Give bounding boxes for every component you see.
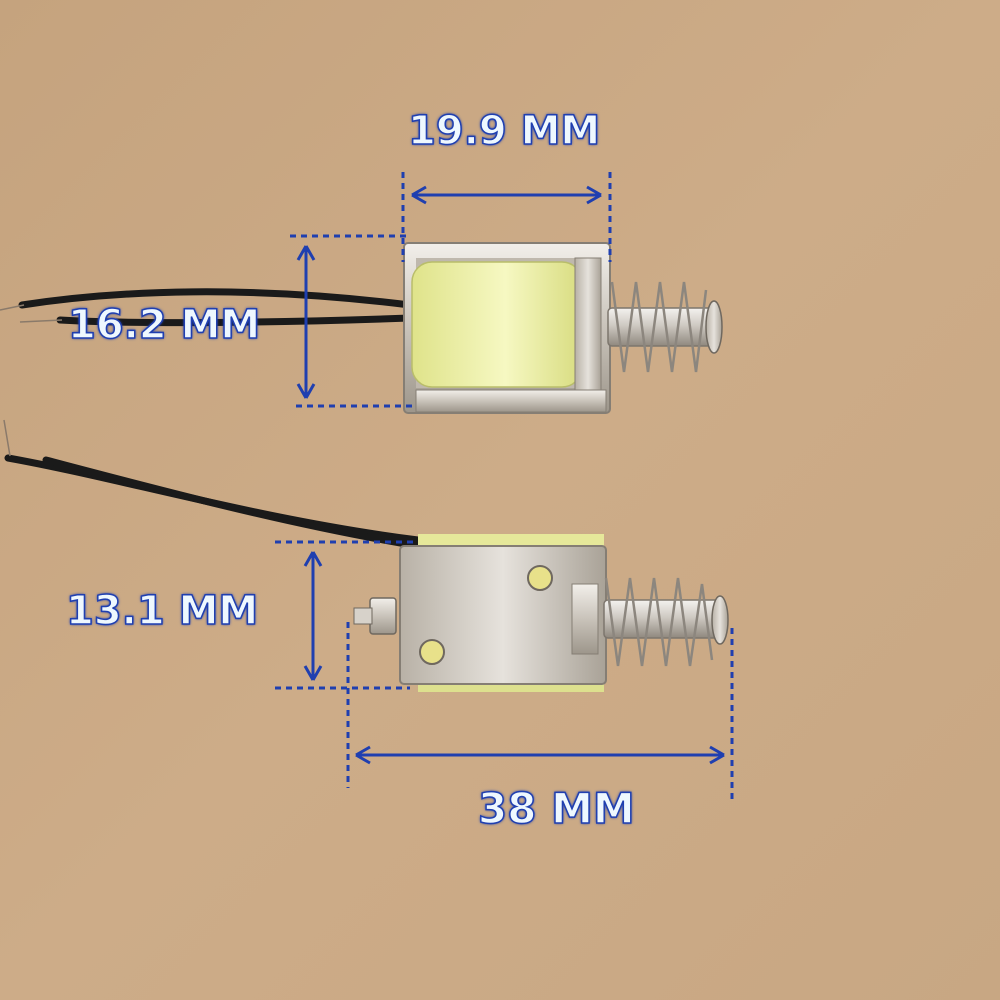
top-coil	[411, 261, 583, 388]
bottom-wire-2	[42, 456, 422, 550]
width-label: 19.9 MM	[407, 107, 601, 155]
bottom-solenoid	[3, 419, 729, 692]
top-wire-1	[18, 288, 414, 309]
top-spring	[610, 281, 708, 373]
top-wire-2	[56, 314, 414, 327]
length-label: 38 MM	[477, 783, 635, 834]
bottom-mount-hole-1	[527, 565, 553, 591]
bottom-mount-hole-2	[419, 639, 445, 665]
top-solenoid	[0, 242, 723, 414]
bottom-spring	[604, 577, 714, 667]
depth-label: 13.1 MM	[65, 587, 259, 635]
height-label: 16.2 MM	[67, 301, 261, 349]
dimension-lines	[275, 172, 734, 800]
